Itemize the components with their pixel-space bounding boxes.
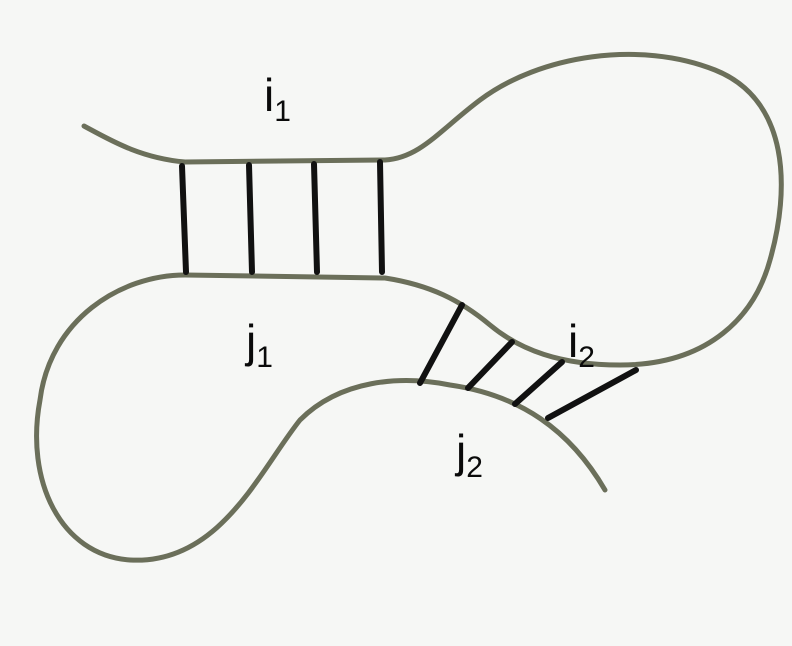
base-pair bbox=[182, 166, 186, 272]
stem-2-base-pairs bbox=[420, 305, 636, 418]
base-pair bbox=[380, 162, 382, 272]
strand-upper bbox=[37, 54, 782, 560]
stem-1-base-pairs bbox=[182, 162, 382, 272]
base-pair bbox=[314, 164, 317, 272]
label-j2: j2 bbox=[456, 428, 483, 474]
label-j2-base: j bbox=[456, 425, 466, 477]
label-i1: i1 bbox=[264, 72, 291, 118]
label-i2-base: i bbox=[568, 315, 578, 367]
base-pair bbox=[468, 342, 512, 388]
label-j1-base: j bbox=[246, 315, 256, 367]
label-i1-base: i bbox=[264, 69, 274, 121]
label-i2: i2 bbox=[568, 318, 595, 364]
label-j2-subscript: 2 bbox=[466, 451, 483, 484]
label-i2-subscript: 2 bbox=[578, 341, 595, 374]
base-pair bbox=[515, 362, 562, 404]
base-pair bbox=[249, 165, 252, 272]
label-i1-subscript: 1 bbox=[274, 95, 291, 128]
base-pair bbox=[548, 370, 636, 418]
label-j1: j1 bbox=[246, 318, 273, 364]
label-j1-subscript: 1 bbox=[256, 341, 273, 374]
base-pair bbox=[420, 305, 462, 383]
